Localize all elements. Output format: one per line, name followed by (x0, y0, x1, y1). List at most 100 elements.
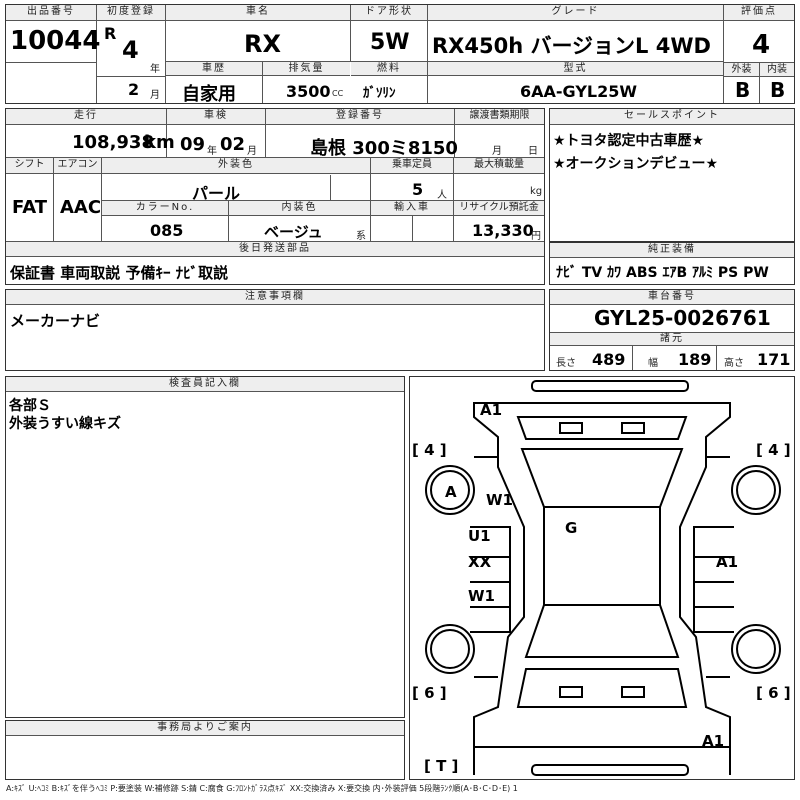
length-label: 長さ (556, 358, 576, 369)
sales-points-box (549, 108, 795, 242)
interior-color: ベージュ (264, 223, 323, 241)
recycle-fee-unit: 円 (531, 231, 541, 242)
inspector-line-1: 各部Ｓ (9, 398, 51, 414)
mileage-label: 走行 (6, 109, 166, 125)
transfer-deadline-label: 譲渡書類期限 (455, 109, 544, 125)
width-label: 幅 (648, 358, 658, 369)
mark-spare-tire: [ T ] (424, 757, 459, 775)
exterior-label: 外装 (724, 63, 759, 77)
office-label: 事務局よりご案内 (6, 721, 404, 736)
first-reg-month: 2 (128, 80, 140, 99)
later-parts-label: 後日発送部品 (6, 242, 544, 257)
inspection-label: 車検 (167, 109, 265, 125)
inspection-year: 09 (180, 134, 206, 155)
registration-label: 登録番号 (266, 109, 454, 125)
mark-tire-rr: [ 6 ] (756, 684, 791, 702)
grade: RX450h バージョンL 4WD (432, 34, 711, 58)
inspection-month-unit: 月 (247, 146, 257, 157)
inspector-line-2: 外装うすい線キズ (9, 416, 121, 432)
color-number: 085 (150, 221, 184, 240)
mileage: 108,938 (72, 132, 154, 153)
score: 4 (752, 30, 771, 60)
car-name: RX (244, 30, 281, 58)
chassis-number: GYL25-0026761 (594, 306, 771, 330)
inspector-box (5, 376, 405, 718)
model-label: 型式 (428, 62, 723, 76)
displacement: 3500 (286, 82, 331, 101)
inspector-label: 検査員記入欄 (6, 377, 404, 392)
exterior-color: パール (192, 184, 241, 203)
capacity-label: 乗車定員 (371, 158, 453, 174)
color-label: 外装色 (102, 158, 370, 174)
notes-text: メーカーナビ (10, 312, 101, 330)
mark-door-u1: U1 (468, 527, 491, 545)
displacement-unit: CC (332, 89, 344, 98)
car-name-label: 車名 (166, 5, 350, 21)
grade-label: グレード (428, 5, 723, 21)
detail-section (5, 108, 545, 258)
height-label: 高さ (724, 358, 744, 369)
mark-right-a1: A1 (716, 553, 739, 571)
inspection-month: 02 (220, 134, 246, 155)
mark-rear-a1: A1 (702, 732, 725, 750)
capacity: 5 (412, 180, 424, 199)
max-load-label: 最大積載量 (454, 158, 544, 174)
shift: FAT (12, 197, 48, 218)
exterior-grade: B (735, 78, 751, 102)
sales-point-2: ★オークションデビュー★ (553, 156, 719, 172)
interior-grade: B (770, 78, 786, 102)
sales-points-label: セールスポイント (550, 109, 794, 125)
width: 189 (678, 350, 712, 369)
import-label: 輸入車 (371, 201, 453, 216)
month-unit: 月 (150, 90, 160, 101)
era: R (104, 24, 117, 43)
lot-number: 10044 (10, 26, 101, 56)
spec-label: 諸元 (550, 333, 794, 346)
door-type-label: ドア形状 (351, 5, 427, 21)
transfer-day-unit: 日 (528, 146, 538, 157)
shift-label: シフト (6, 158, 53, 174)
mark-w1-rear: W1 (468, 587, 495, 605)
fuel-label: 燃料 (351, 62, 427, 76)
mark-wheel-a: A (445, 483, 457, 501)
equipment-text: ﾅﾋﾞ TV ｶﾜ ABS ｴｱB ｱﾙﾐ PS PW (556, 265, 769, 281)
sales-point-1: ★トヨタ認定中古車歴★ (553, 133, 705, 149)
legend: A:ｷｽﾞ U:ﾍｺﾐ B:ｷｽﾞを伴うﾍｺﾐ P:要塗装 W:補修跡 S:錆 … (6, 784, 518, 793)
ac-label: エアコン (54, 158, 101, 174)
interior-color-label: 内装色 (229, 201, 370, 216)
recycle-fee-label: リサイクル預託金 (454, 201, 544, 216)
notes-label: 注意事項欄 (6, 290, 544, 305)
damage-diagram: A1 [ 4 ] [ 4 ] A W1 G U1 XX W1 A1 [ 6 ] … (409, 376, 795, 780)
displacement-label: 排気量 (263, 62, 350, 76)
mark-tire-rl: [ 6 ] (412, 684, 447, 702)
recycle-fee: 13,330 (472, 221, 534, 240)
score-label: 評価点 (724, 5, 794, 21)
mark-tire-fr: [ 4 ] (756, 441, 791, 459)
max-load-unit: kg (530, 186, 543, 197)
color-number-label: カラーNo. (102, 201, 228, 216)
first-registration-label: 初度登録 (97, 5, 165, 21)
height: 171 (757, 350, 791, 369)
transfer-month-unit: 月 (492, 146, 502, 157)
door-type: 5W (370, 30, 410, 55)
capacity-unit: 人 (437, 190, 447, 201)
inspection-year-unit: 年 (207, 146, 217, 157)
history-label: 車歴 (166, 62, 262, 76)
interior-color-unit: 系 (356, 231, 366, 242)
later-parts-box (5, 257, 545, 285)
mark-tire-fl: [ 4 ] (412, 441, 447, 459)
year-unit: 年 (150, 64, 160, 75)
history: 自家用 (182, 84, 236, 105)
mark-roof-g: G (565, 519, 578, 537)
later-parts-text: 保証書 車両取説 予備ｷｰ ﾅﾋﾞ取説 (10, 264, 229, 282)
chassis-label: 車台番号 (550, 290, 794, 305)
ac: AAC (60, 197, 102, 218)
equipment-label: 純正装備 (550, 243, 794, 258)
model: 6AA-GYL25W (520, 82, 638, 101)
car-outline-diagram (425, 380, 781, 776)
mark-w1-front: W1 (486, 491, 513, 509)
interior-label: 内装 (760, 63, 794, 77)
first-reg-year: 4 (122, 36, 139, 64)
fuel: ｶﾞｿﾘﾝ (363, 86, 396, 101)
mileage-unit: km (144, 132, 175, 153)
